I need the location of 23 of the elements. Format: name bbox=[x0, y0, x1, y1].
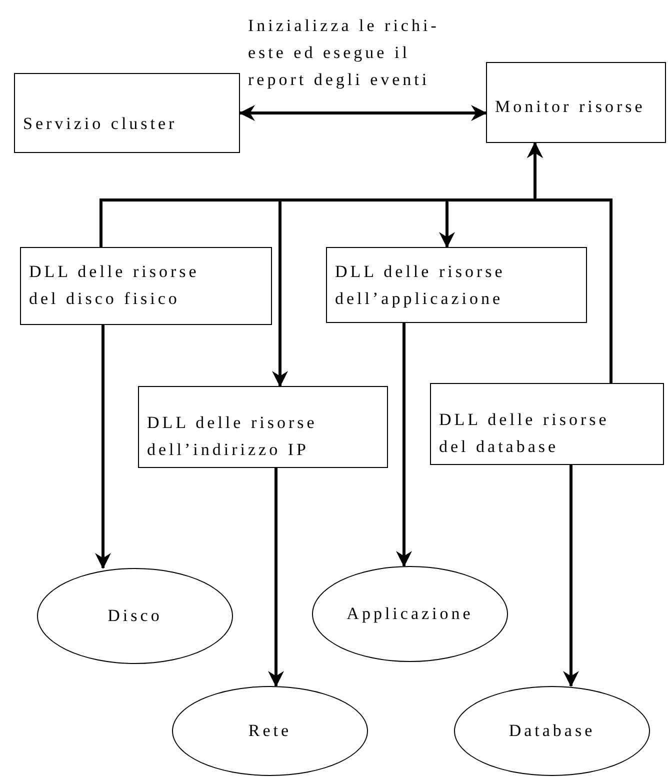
node-text: Rete bbox=[248, 721, 292, 741]
node-text: Database bbox=[508, 721, 596, 741]
node-text: Applicazione bbox=[346, 604, 474, 624]
arrow bbox=[396, 323, 412, 567]
node-text: Disco bbox=[108, 606, 162, 626]
node-text: DLL delle risorse dell’applicazione bbox=[335, 261, 506, 310]
process-box bbox=[486, 62, 666, 143]
arrow bbox=[239, 105, 487, 121]
node-text: DLL delle risorse del database bbox=[439, 409, 610, 458]
node-text: Servizio cluster bbox=[23, 113, 178, 135]
arrow bbox=[527, 142, 612, 383]
arrow bbox=[268, 468, 284, 687]
node-text: Monitor risorse bbox=[495, 96, 646, 118]
process-box bbox=[20, 247, 272, 325]
process-box bbox=[430, 383, 664, 465]
node-text: DLL delle risorse dell’indirizzo IP bbox=[147, 412, 318, 461]
process-box bbox=[138, 386, 388, 468]
process-box bbox=[14, 73, 240, 153]
edge-label: Inizializza le richi- este ed esegue il report degli eventi bbox=[248, 15, 440, 91]
node-text: DLL delle risorse del disco fisico bbox=[29, 261, 200, 310]
arrow bbox=[95, 325, 111, 569]
process-box bbox=[326, 247, 587, 323]
arrow bbox=[563, 465, 579, 687]
